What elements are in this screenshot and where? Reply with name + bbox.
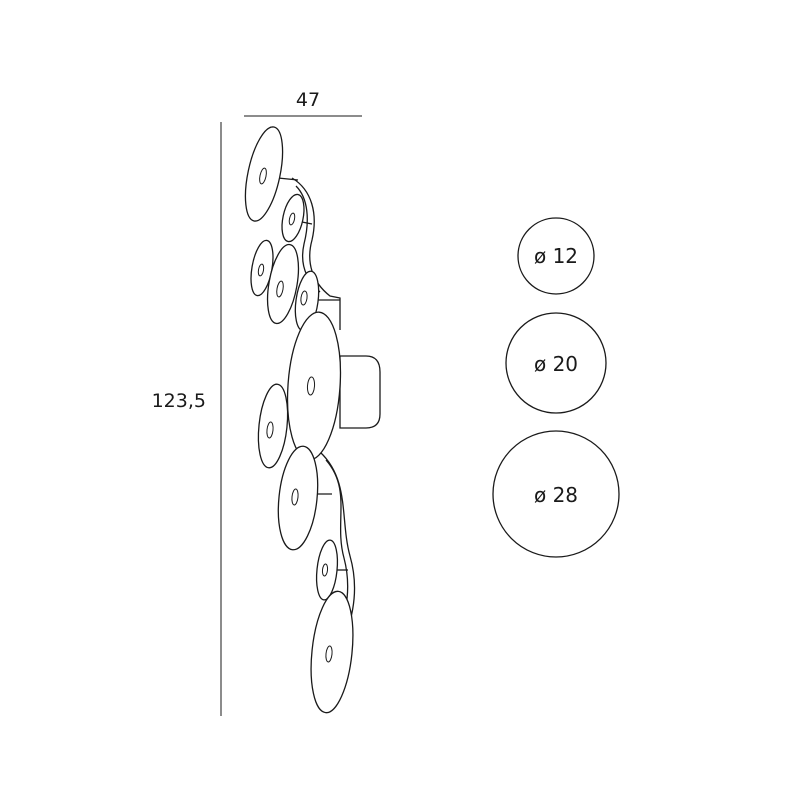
diameter-28-label: ø 28 <box>534 483 578 507</box>
shade-6 <box>286 311 342 461</box>
width-dimension: 47 <box>244 89 362 117</box>
diameter-legend: ø 12 ø 20 ø 28 <box>492 217 620 558</box>
shade-3-socket <box>257 263 265 277</box>
diameter-20-label: ø 20 <box>534 352 578 376</box>
diameter-12-circle <box>517 217 595 295</box>
diameter-20-circle <box>505 312 607 414</box>
stem-2 <box>301 221 313 225</box>
diameter-12-label: ø 12 <box>534 244 578 268</box>
support-frame-upper <box>291 177 341 330</box>
wall-canopy <box>339 355 381 429</box>
diameter-20: ø 20 <box>505 312 607 414</box>
shade-9 <box>315 539 339 601</box>
shade-1 <box>244 126 284 222</box>
height-dimension: 123,5 <box>152 122 222 716</box>
diameter-28-circle <box>492 430 620 558</box>
lamp-side-view <box>244 126 381 714</box>
shade-5-socket <box>300 290 308 306</box>
height-label: 123,5 <box>152 390 206 412</box>
shade-7-socket <box>266 421 274 439</box>
shade-2-socket <box>288 212 296 226</box>
shade-1-socket <box>259 167 267 185</box>
shade-6-socket <box>306 376 316 396</box>
stem-1 <box>277 177 299 181</box>
shade-10-socket <box>325 645 333 663</box>
shade-8-socket <box>291 488 299 506</box>
shade-2 <box>281 193 305 243</box>
diameter-28: ø 28 <box>492 430 620 558</box>
shade-9-socket <box>321 563 329 577</box>
diameter-12: ø 12 <box>517 217 595 295</box>
shade-4-socket <box>276 280 284 298</box>
width-label: 47 <box>296 89 320 111</box>
